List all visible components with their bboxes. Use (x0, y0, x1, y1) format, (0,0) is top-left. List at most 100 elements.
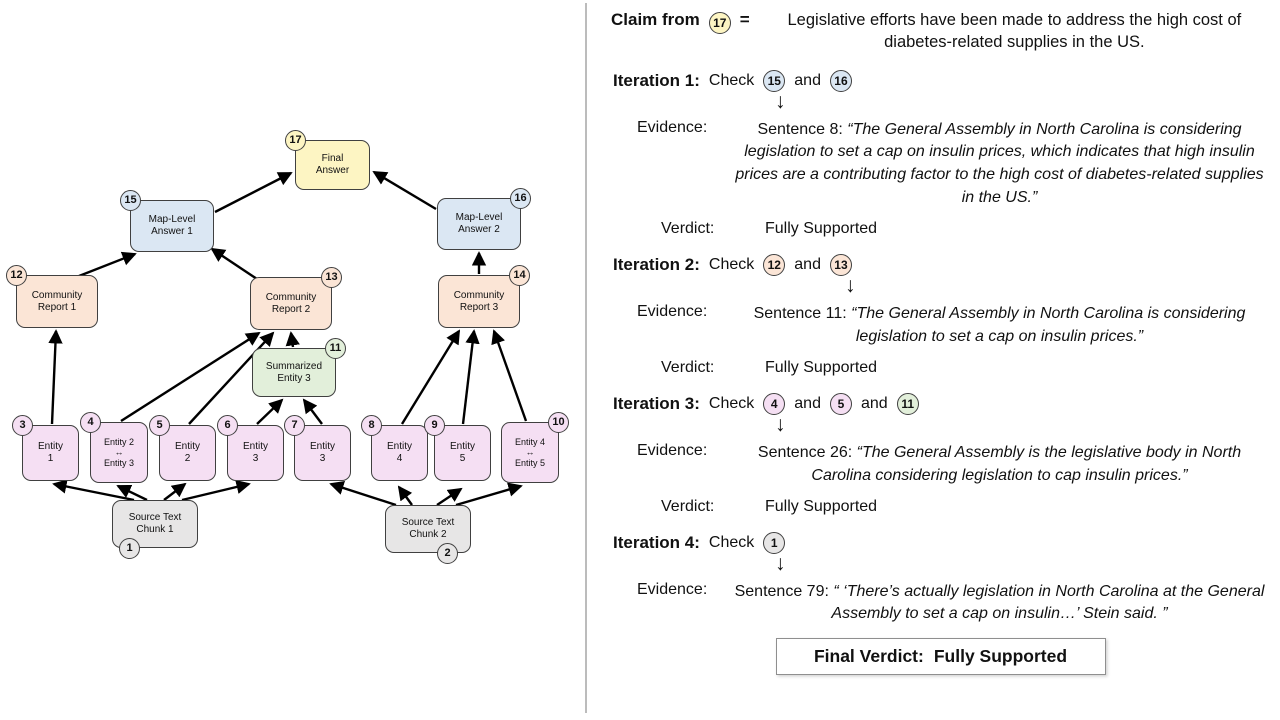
claim-equals: = (739, 10, 750, 29)
node-map-level-answer-2: 16 Map-Level Answer 2 (437, 188, 531, 250)
node-summarized-entity-3: 11 Summarized Entity 3 (252, 338, 346, 397)
and-word: and (794, 256, 821, 274)
node-entity-4: 8 Entity 4 (361, 415, 428, 481)
badge-11: 11 (896, 392, 919, 415)
node-3-label: Entity 1 (37, 441, 63, 464)
evidence-label: Evidence: (637, 580, 708, 598)
edge (214, 171, 293, 214)
edge (48, 329, 63, 425)
and-word: and (860, 394, 888, 412)
edge (256, 398, 284, 425)
node-6-label: Entity 3 (242, 441, 268, 464)
node-community-report-3: 14 Community Report 3 (438, 265, 530, 328)
sentence-ref: Sentence 11: (753, 305, 847, 323)
node-map-level-answer-1: 15 Map-Level Answer 1 (120, 190, 214, 252)
node-8-badge: 8 (361, 415, 382, 436)
edge-group (48, 170, 528, 507)
iteration-3: Iteration 3: Check 4 and 5 and 11 ↓ Evid… (611, 392, 1270, 516)
node-entity-3a: 6 Entity 3 (217, 415, 284, 481)
node-source-chunk-2: 2 Source Text Chunk 2 (385, 505, 471, 564)
final-verdict-label: Final Verdict: (813, 646, 924, 667)
node-source-chunk-1: 1 Source Text Chunk 1 (112, 500, 198, 559)
node-14-label: Community Report 3 (453, 289, 505, 313)
node-4-label: Entity 2 ↔ Entity 3 (103, 436, 134, 468)
verdict-label: Verdict: (661, 358, 715, 376)
node-1-label: Source Text Chunk 1 (128, 512, 182, 535)
edge (397, 485, 413, 506)
badge-4: 4 (763, 392, 786, 415)
node-entity-3b: 7 Entity 3 (284, 415, 351, 481)
edge (372, 170, 437, 211)
iteration-4: Iteration 4: Check 1 ↓ Evidence: Sentenc… (611, 531, 1270, 627)
claim-label: Claim from (611, 10, 700, 29)
node-6-badge: 6 (217, 415, 238, 436)
node-10-badge: 10 (548, 412, 569, 433)
evidence-label: Evidence: (637, 441, 708, 459)
node-10-label: Entity 4 ↔ Entity 5 (514, 436, 545, 468)
node-entity-2-3-relation: 4 Entity 2 ↔ Entity 3 (80, 412, 148, 483)
node-13-label: Community Report 2 (265, 291, 317, 315)
edge (329, 480, 397, 507)
evidence-text: Sentence 11: “The General Assembly in No… (733, 303, 1270, 349)
edge (491, 329, 528, 422)
badge-12: 12 (763, 254, 786, 277)
panel-divider (585, 3, 587, 713)
edge (116, 484, 148, 502)
badge-16: 16 (829, 69, 852, 92)
node-community-report-2: 13 Community Report 2 (250, 267, 342, 330)
node-entity-4-5-relation: 10 Entity 4 ↔ Entity 5 (501, 412, 569, 483)
node-13-badge: 13 (321, 267, 342, 288)
node-4-badge: 4 (80, 412, 101, 433)
verification-panel: Claim from 17 = Legislative efforts have… (597, 0, 1280, 720)
badge-1: 1 (763, 531, 786, 554)
node-final-answer: 17 Final Answer (285, 130, 370, 190)
node-3-badge: 3 (12, 415, 33, 436)
node-5-label: Entity 2 (174, 441, 200, 464)
evidence-quote: “The General Assembly in North Carolina … (851, 305, 1246, 345)
node-8-label: Entity 4 (386, 441, 412, 464)
edge (78, 251, 137, 278)
verdict-value: Fully Supported (765, 497, 878, 515)
edge (210, 247, 258, 280)
node-17-label: Final Answer (315, 153, 350, 176)
claim-badge-17: 17 (708, 12, 731, 34)
node-12-badge: 12 (6, 265, 27, 286)
edge (461, 329, 480, 425)
node-9-badge: 9 (424, 415, 445, 436)
iteration-3-header: Iteration 3: Check 4 and 5 and 11 ↓ (613, 392, 1270, 435)
node-2-badge: 2 (437, 543, 458, 564)
entity-graph-diagram: 17 Final Answer 15 Map-Level Answer 1 16… (0, 0, 585, 720)
node-12-label: Community Report 1 (31, 289, 83, 313)
check-word: Check (708, 394, 755, 412)
down-arrow-icon: ↓ (845, 274, 856, 298)
node-14-badge: 14 (509, 265, 530, 286)
edge (120, 331, 261, 423)
iteration-1: Iteration 1: Check 15 and 16 ↓ Evidence:… (611, 69, 1270, 239)
node-entity-2: 5 Entity 2 (149, 415, 216, 481)
node-15-label: Map-Level Answer 1 (148, 214, 196, 237)
evidence-label: Evidence: (637, 303, 708, 321)
node-15-badge: 15 (120, 190, 141, 211)
claim-row: Claim from 17 = Legislative efforts have… (611, 10, 1270, 54)
node-community-report-1: 12 Community Report 1 (6, 265, 98, 328)
evidence-label: Evidence: (637, 118, 708, 136)
and-word: and (794, 71, 821, 89)
node-entity-1: 3 Entity 1 (12, 415, 79, 481)
final-verdict-value: Fully Supported (933, 646, 1068, 667)
badge-5: 5 (829, 392, 852, 415)
edge (302, 398, 323, 425)
verdict-row: Verdict: Fully Supported (611, 359, 1270, 377)
node-7-badge: 7 (284, 415, 305, 436)
evidence-row: Evidence: Sentence 79: “ ‘There’s actual… (611, 581, 1270, 627)
node-1-badge: 1 (119, 538, 140, 559)
node-2-label: Source Text Chunk 2 (401, 517, 455, 540)
evidence-quote: “The General Assembly in North Carolina … (735, 120, 1264, 207)
check-word: Check (708, 71, 755, 89)
node-9-label: Entity 5 (449, 441, 475, 464)
down-arrow-icon: ↓ (775, 551, 786, 575)
sentence-ref: Sentence 26: (757, 443, 853, 461)
node-16-badge: 16 (510, 188, 531, 209)
and-word: and (794, 394, 821, 412)
node-entity-5: 9 Entity 5 (424, 415, 491, 481)
